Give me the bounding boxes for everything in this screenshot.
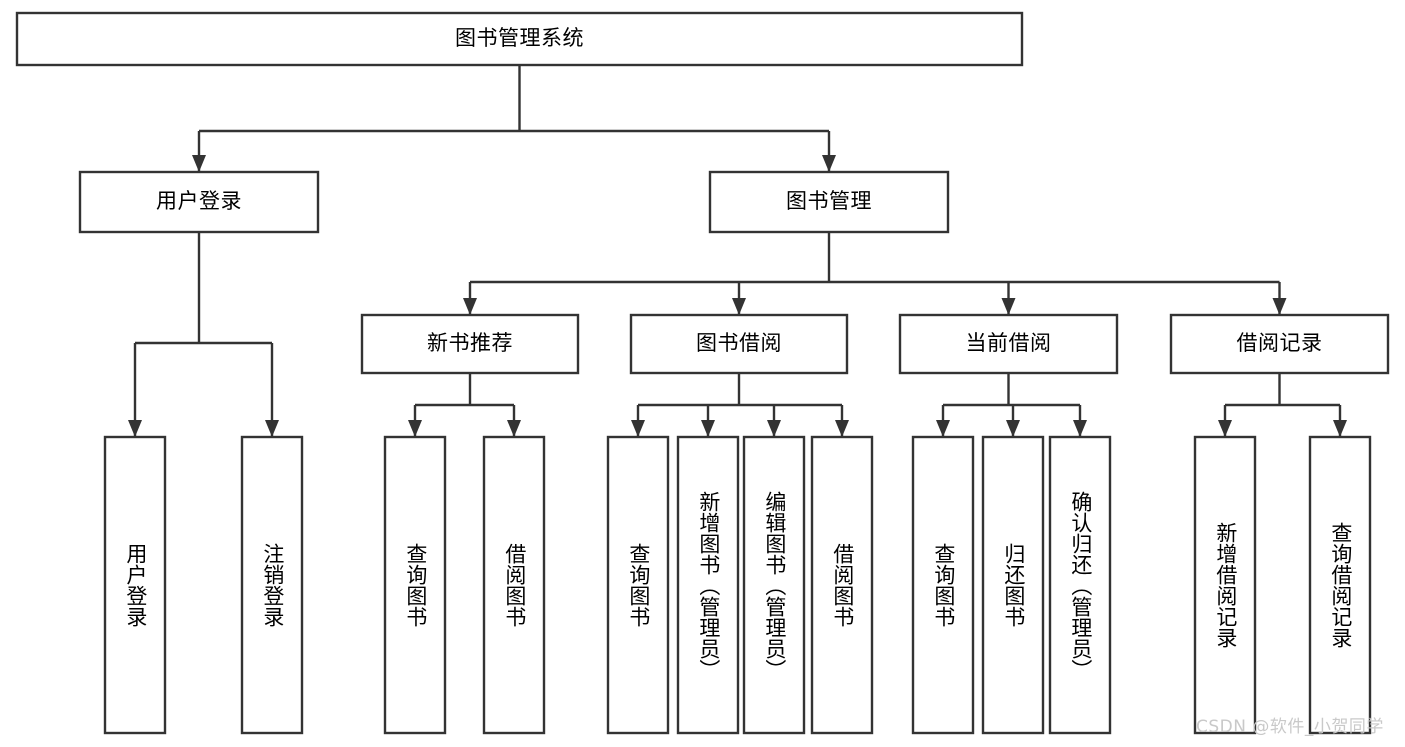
node-box-book-borrow (629, 313, 849, 375)
arrow-head-icon-current-borrow (1001, 298, 1016, 315)
node-box-new-book-recommend (360, 313, 580, 375)
node-box-leaf-confirm-return (1048, 435, 1112, 735)
box-layer (15, 11, 1390, 735)
arrow-head-icon-leaf-borrow-book-1 (507, 420, 521, 437)
node-label-current-borrow: 当前借阅 (965, 331, 1052, 356)
node-label-root: 图书管理系统 (455, 26, 584, 51)
node-label-book-management: 图书管理 (786, 189, 872, 214)
node-box-user-login (78, 170, 320, 234)
arrow-head-icon-leaf-query-book-3 (936, 420, 950, 437)
arrow-head-icon-leaf-add-book (701, 420, 715, 437)
node-label-book-borrow: 图书借阅 (696, 331, 782, 356)
connector-layer (128, 65, 1347, 437)
node-box-root (15, 11, 1024, 67)
node-box-leaf-query-book-3 (911, 435, 975, 735)
node-label-leaf-confirm-return: 确认归还（管理员） (1068, 490, 1093, 680)
arrow-head-icon-leaf-borrow-book-2 (835, 420, 849, 437)
node-label-leaf-edit-book: 编辑图书（管理员） (762, 490, 787, 680)
node-box-leaf-return-book (981, 435, 1045, 735)
arrow-head-icon-book-borrow (732, 298, 746, 315)
arrow-head-icon-leaf-edit-book (767, 420, 781, 437)
node-box-leaf-add-book (676, 435, 740, 735)
arrow-head-icon-leaf-add-record (1218, 420, 1232, 437)
arrow-head-icon-new-book-recommend (463, 298, 477, 315)
arrow-head-icon-leaf-query-record (1333, 420, 1347, 437)
node-box-leaf-query-record (1308, 435, 1372, 735)
arrow-head-icon-leaf-logout (265, 420, 279, 437)
node-label-leaf-query-book-2: 查询图书 (626, 543, 651, 627)
node-box-borrow-record (1169, 313, 1390, 375)
node-label-leaf-logout: 注销登录 (260, 543, 285, 627)
node-box-leaf-query-book-1 (383, 435, 447, 735)
node-box-current-borrow (898, 313, 1119, 375)
watermark-text: CSDN @软件_小贺同学 (1196, 717, 1384, 737)
node-box-leaf-edit-book (742, 435, 806, 735)
node-box-leaf-user-login (103, 435, 167, 735)
node-label-borrow-record: 借阅记录 (1236, 331, 1323, 356)
arrow-head-icon-user-login (192, 155, 206, 172)
node-label-leaf-return-book: 归还图书 (1001, 543, 1026, 627)
node-label-leaf-query-record: 查询借阅记录 (1328, 522, 1353, 648)
node-label-leaf-query-book-1: 查询图书 (403, 543, 428, 627)
node-box-leaf-logout (240, 435, 304, 735)
node-label-leaf-borrow-book-2: 借阅图书 (830, 543, 855, 627)
node-box-leaf-borrow-book-2 (810, 435, 874, 735)
arrow-head-icon-leaf-user-login (128, 420, 142, 437)
node-label-user-login: 用户登录 (156, 189, 242, 214)
node-box-leaf-query-book-2 (606, 435, 670, 735)
node-label-leaf-add-book: 新增图书（管理员） (696, 490, 721, 680)
arrow-head-icon-leaf-query-book-1 (408, 420, 422, 437)
node-label-leaf-borrow-book-1: 借阅图书 (502, 543, 527, 627)
node-label-new-book-recommend: 新书推荐 (427, 331, 513, 356)
node-box-leaf-add-record (1193, 435, 1257, 735)
node-box-leaf-borrow-book-1 (482, 435, 546, 735)
node-label-leaf-query-book-3: 查询图书 (931, 543, 956, 627)
arrow-head-icon-book-management (822, 155, 836, 172)
node-box-book-management (708, 170, 950, 234)
node-label-leaf-add-record: 新增借阅记录 (1213, 522, 1238, 648)
arrow-head-icon-leaf-return-book (1006, 420, 1020, 437)
arrow-head-icon-borrow-record (1272, 298, 1287, 315)
arrow-head-icon-leaf-confirm-return (1073, 420, 1087, 437)
arrow-head-icon-leaf-query-book-2 (631, 420, 645, 437)
node-label-leaf-user-login: 用户登录 (123, 543, 148, 627)
